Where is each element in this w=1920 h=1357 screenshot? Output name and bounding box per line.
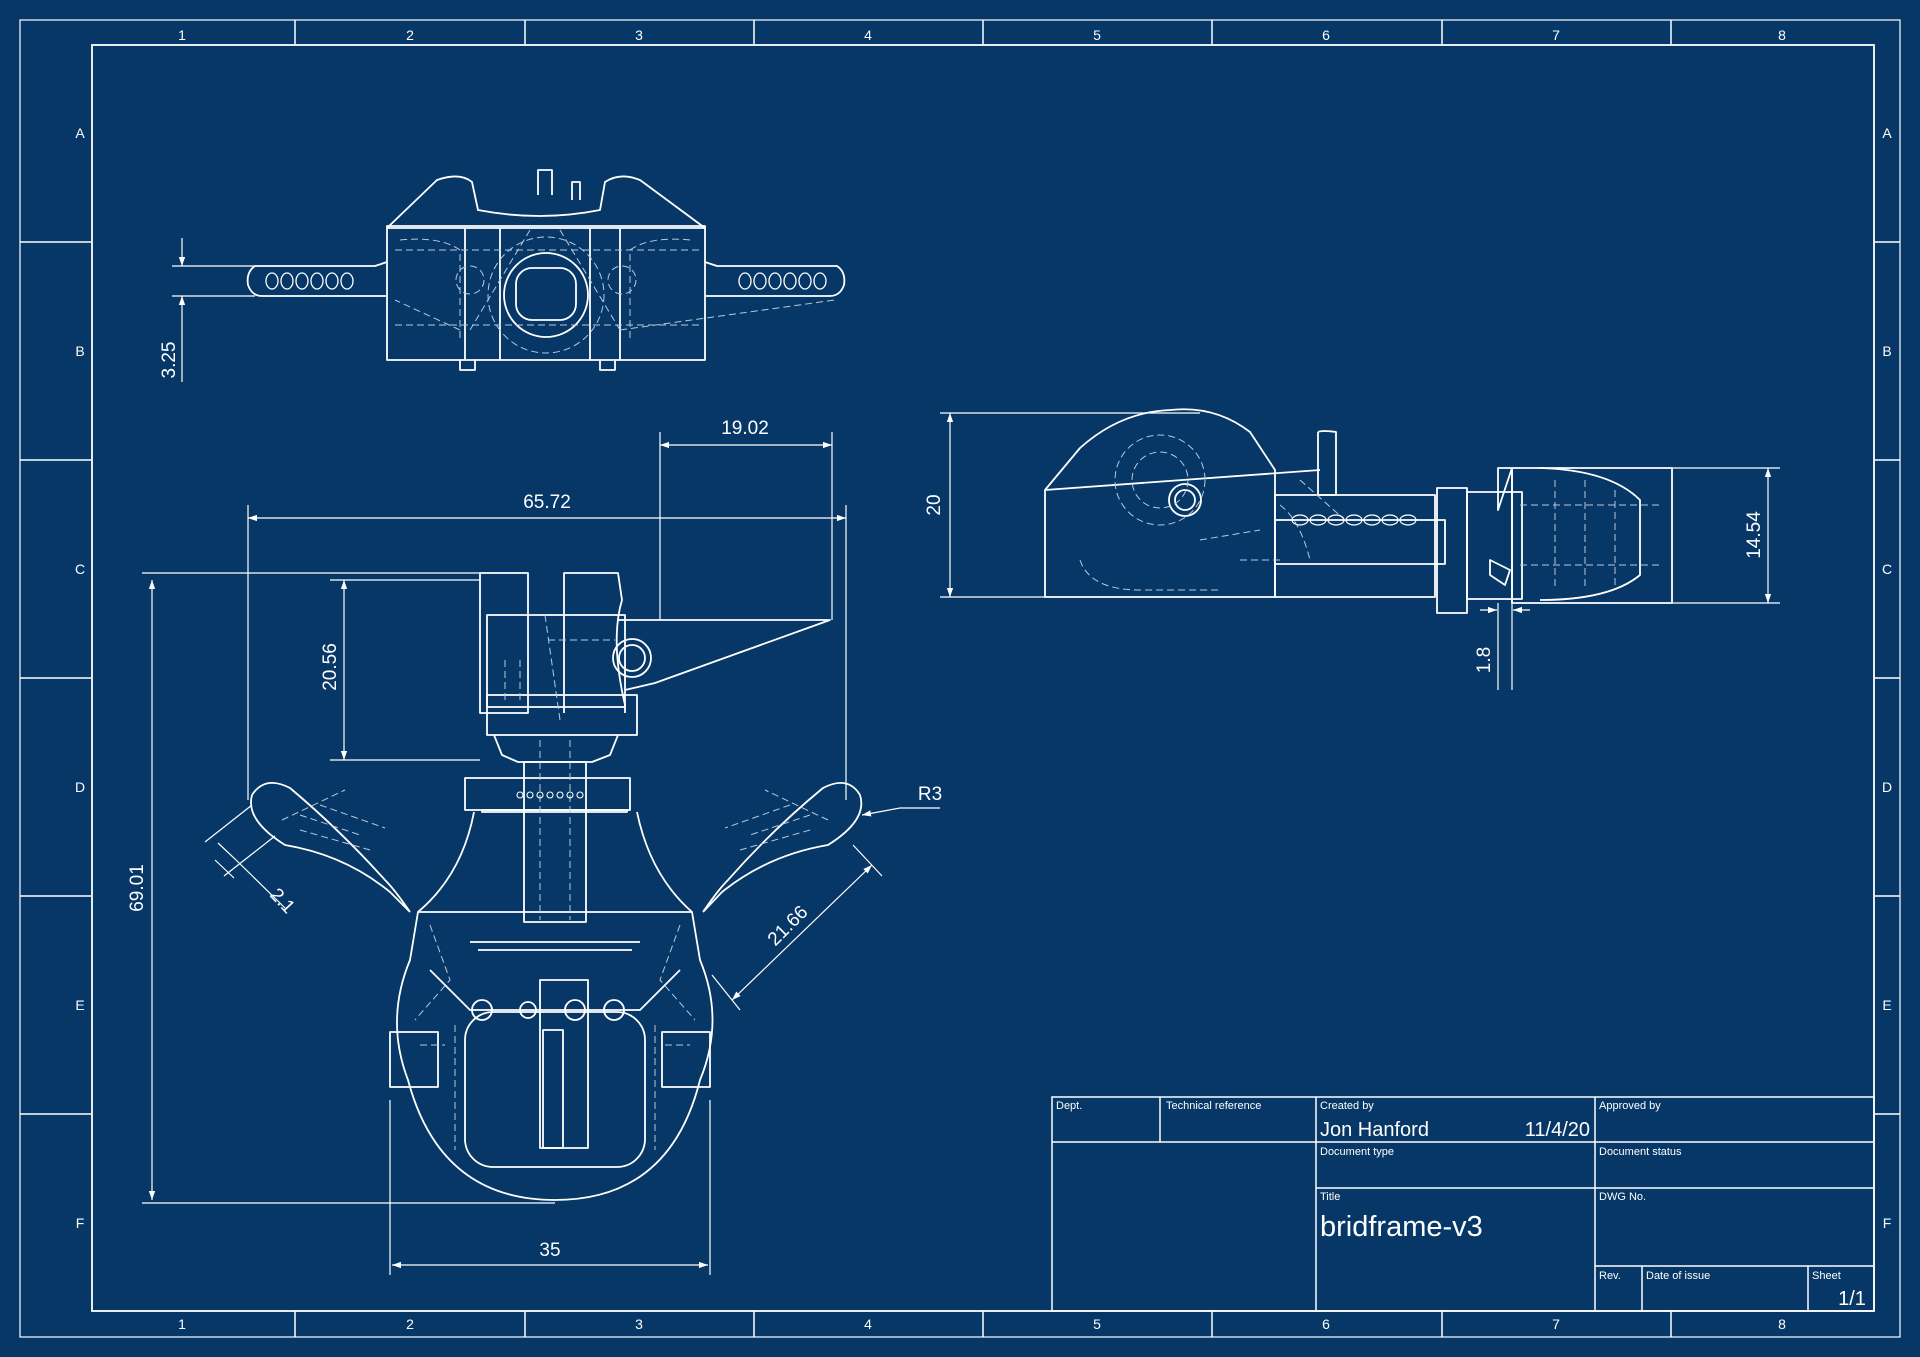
doc-status-label: Document status	[1599, 1146, 1682, 1158]
svg-text:F: F	[1883, 1215, 1892, 1231]
svg-text:1: 1	[178, 1316, 186, 1332]
dim-65-72: 65.72	[523, 492, 571, 513]
frame-column-labels-bottom: 1 2 3 4 5 6 7 8	[178, 1316, 1786, 1332]
tech-ref-label: Technical reference	[1166, 1100, 1261, 1112]
top-view-hole-row	[265, 272, 827, 290]
svg-text:A: A	[1882, 125, 1892, 141]
created-by-label: Created by	[1320, 1100, 1374, 1112]
sheet-value: 1/1	[1838, 1288, 1866, 1310]
side-view-drawing	[1044, 408, 1673, 614]
svg-text:3: 3	[635, 1316, 643, 1332]
svg-text:5: 5	[1093, 27, 1101, 43]
svg-text:A: A	[75, 125, 85, 141]
svg-text:E: E	[1882, 997, 1891, 1013]
svg-text:8: 8	[1778, 1316, 1786, 1332]
created-date: 11/4/20	[1525, 1119, 1590, 1141]
dim-1-8: 1.8	[1474, 647, 1495, 673]
dim-r3: R3	[918, 784, 942, 805]
svg-text:4: 4	[864, 27, 872, 43]
sheet-label: Sheet	[1812, 1270, 1841, 1282]
rev-label: Rev.	[1599, 1270, 1621, 1282]
svg-text:1: 1	[178, 27, 186, 43]
svg-text:3: 3	[635, 27, 643, 43]
dimension-lines	[142, 238, 1780, 1275]
approved-by-label: Approved by	[1599, 1100, 1661, 1112]
title-block-text: Dept. Technical reference Created by Jon…	[1056, 1100, 1866, 1310]
dim-20-56: 20.56	[320, 643, 341, 691]
top-view-drawing	[246, 169, 846, 371]
dim-20: 20	[924, 494, 945, 515]
svg-text:B: B	[75, 343, 84, 359]
svg-text:E: E	[75, 997, 84, 1013]
dwg-no-label: DWG No.	[1599, 1191, 1646, 1203]
svg-text:D: D	[1882, 779, 1892, 795]
svg-text:6: 6	[1322, 1316, 1330, 1332]
svg-text:6: 6	[1322, 27, 1330, 43]
svg-text:B: B	[1882, 343, 1891, 359]
dim-19-02: 19.02	[721, 418, 769, 439]
dim-69-01: 69.01	[127, 864, 148, 912]
svg-text:4: 4	[864, 1316, 872, 1332]
svg-text:C: C	[1882, 561, 1892, 577]
dim-14-54: 14.54	[1744, 511, 1765, 559]
svg-text:2: 2	[406, 27, 414, 43]
svg-text:F: F	[76, 1215, 85, 1231]
side-view-hole-row	[1291, 514, 1417, 526]
created-by-value: Jon Hanford	[1320, 1119, 1429, 1141]
side-view-hidden-lines	[1079, 434, 1660, 591]
doc-type-label: Document type	[1320, 1146, 1394, 1158]
svg-text:7: 7	[1552, 1316, 1560, 1332]
title-block	[1051, 1096, 1875, 1312]
svg-text:2: 2	[406, 1316, 414, 1332]
top-view-hidden-lines	[394, 229, 836, 354]
date-of-issue-label: Date of issue	[1646, 1270, 1710, 1282]
dept-label: Dept.	[1056, 1100, 1082, 1112]
title-label: Title	[1320, 1191, 1340, 1203]
svg-text:8: 8	[1778, 27, 1786, 43]
frame-column-labels-top: 1 2 3 4 5 6 7 8	[178, 27, 1786, 43]
svg-text:7: 7	[1552, 27, 1560, 43]
front-view-hole-row	[516, 791, 584, 799]
svg-text:C: C	[75, 561, 85, 577]
dimension-labels: 3.25 19.02 65.72 20.56 69.01 35 R3 2.1 2…	[127, 342, 1765, 1261]
frame-row-labels-left: A B C D E F	[75, 125, 85, 1231]
front-view-drawing	[250, 572, 863, 1201]
front-view-hidden-lines	[281, 614, 829, 1150]
svg-text:5: 5	[1093, 1316, 1101, 1332]
drawing-title: bridframe-v3	[1320, 1211, 1483, 1243]
dim-35: 35	[539, 1240, 560, 1261]
drawing-frame	[19, 19, 1901, 1338]
dim-3-25: 3.25	[159, 342, 180, 379]
svg-text:D: D	[75, 779, 85, 795]
frame-row-labels-right: A B C D E F	[1882, 125, 1892, 1231]
